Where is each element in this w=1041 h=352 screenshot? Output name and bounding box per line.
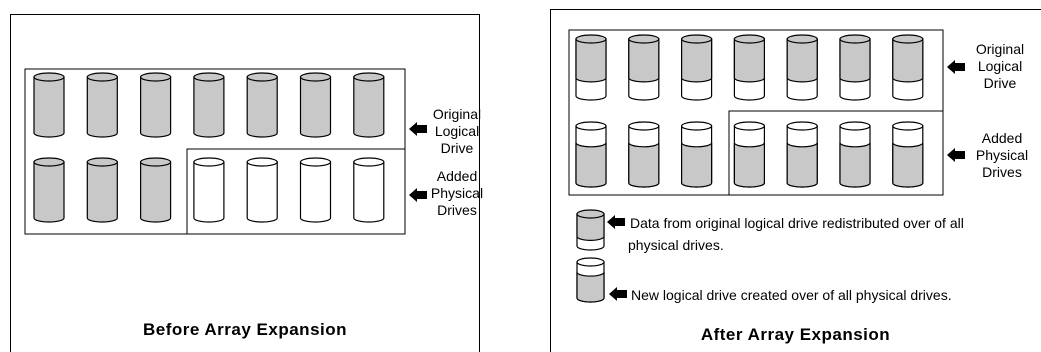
after-redistributed-drive — [680, 34, 713, 101]
after-new-logical-drive — [892, 121, 924, 188]
before-added-drive — [246, 157, 278, 223]
before-original-drive — [353, 72, 385, 138]
legend-item1-arrow-icon — [607, 215, 625, 229]
after-original-arrow-icon — [947, 60, 965, 74]
after-added-label-line2: Physical — [975, 147, 1029, 163]
before-added-drives-box — [186, 148, 406, 235]
before-original-drive — [299, 72, 332, 138]
before-added-label-line1: Added — [436, 168, 478, 184]
after-redistributed-drive — [892, 34, 924, 101]
before-original-drive — [140, 72, 172, 138]
after-redistributed-drive — [628, 34, 660, 101]
before-original-drive — [140, 157, 172, 223]
before-diagram — [24, 68, 427, 235]
after-added-arrow-icon — [947, 148, 965, 162]
before-original-drive — [246, 72, 278, 138]
before-added-arrow-icon — [409, 188, 427, 202]
before-original-drive — [86, 72, 118, 138]
before-added-drive — [299, 157, 332, 223]
after-original-label: Original Logical Drive — [963, 41, 1037, 92]
after-new-logical-drive — [628, 121, 660, 188]
legend-item1-line2: physical drives. — [628, 237, 724, 253]
before-added-label-line3: Drives — [437, 202, 477, 218]
after-redistributed-drive — [786, 34, 818, 101]
after-new-logical-drive — [575, 121, 607, 188]
before-original-label-line3: Drive — [440, 140, 474, 156]
after-new-logical-drive — [786, 121, 818, 188]
after-added-label-line1: Added — [981, 130, 1023, 146]
legend-item1-line1: Data from original logical drive redistr… — [630, 215, 964, 231]
before-original-label-line1: Original — [432, 106, 482, 122]
legend-item1-text: Data from original logical drive redistr… — [628, 214, 1035, 254]
after-diagram — [568, 29, 965, 196]
after-added-drives-box — [728, 110, 944, 196]
after-original-label-line2: Logical — [977, 58, 1023, 74]
before-original-drive — [193, 72, 225, 138]
legend-new-drive-icon — [576, 257, 605, 303]
after-new-logical-drive — [839, 121, 871, 188]
legend-icons — [576, 209, 627, 303]
after-title: After Array Expansion — [700, 325, 891, 344]
before-added-drive — [353, 157, 385, 223]
before-original-drive — [33, 72, 65, 138]
before-original-drive — [86, 157, 118, 223]
after-new-logical-drive — [733, 121, 766, 188]
legend-item2-arrow-icon — [609, 287, 627, 301]
after-redistributed-drive — [575, 34, 607, 101]
after-redistributed-drive — [839, 34, 871, 101]
before-original-arrow-icon — [409, 122, 427, 136]
before-original-label: Original Logical Drive — [422, 106, 492, 157]
after-added-label: Added Physical Drives — [963, 130, 1041, 181]
legend-item2-text: New logical drive created over of all ph… — [631, 287, 952, 303]
after-original-label-line3: Drive — [983, 75, 1017, 91]
after-original-label-line1: Original — [975, 41, 1025, 57]
before-added-drive — [193, 157, 225, 223]
after-added-label-line3: Drives — [982, 164, 1022, 180]
after-redistributed-drive — [733, 34, 766, 101]
before-added-label: Added Physical Drives — [422, 168, 492, 219]
before-title: Before Array Expansion — [142, 320, 348, 339]
after-new-logical-drive — [680, 121, 713, 188]
before-added-label-line2: Physical — [430, 185, 484, 201]
before-original-drive — [33, 157, 65, 223]
legend-redistributed-drive-icon — [576, 209, 605, 251]
before-original-label-line2: Logical — [434, 123, 480, 139]
